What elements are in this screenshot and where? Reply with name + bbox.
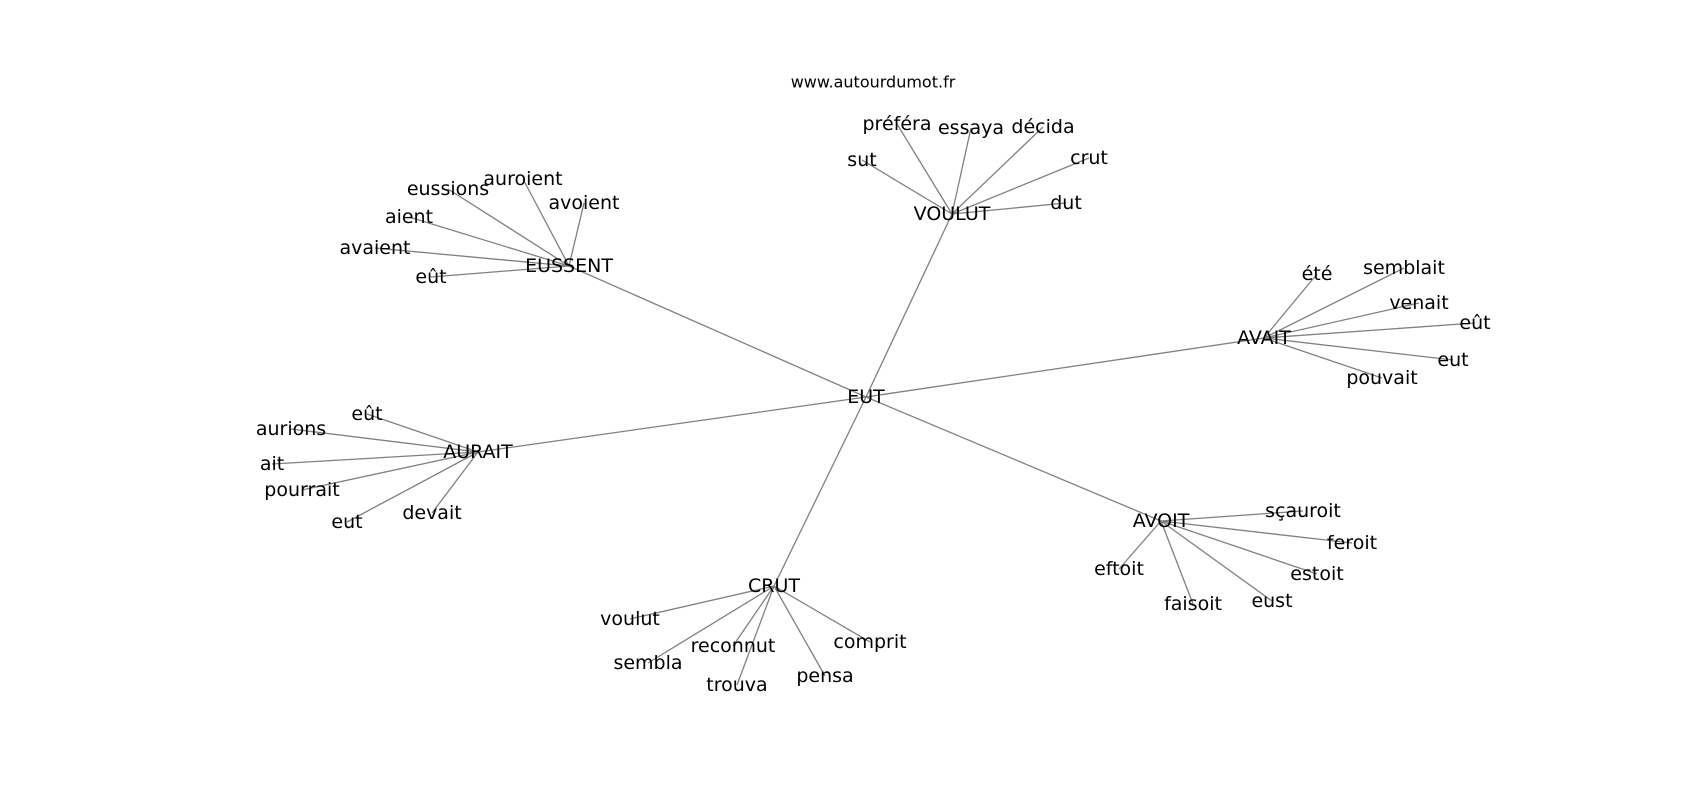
edge-crut-leaf-4 — [773, 585, 826, 677]
leaf-node: trouva — [706, 674, 767, 696]
center-node: EUT — [847, 386, 885, 408]
edge-eussent-leaf-1 — [522, 178, 570, 267]
edge-crut-leaf-5 — [773, 585, 871, 643]
hub-node-eussent: EUSSENT — [525, 255, 613, 277]
leaf-node: sut — [847, 149, 876, 171]
edge-center-eussent — [568, 265, 867, 398]
hub-node-avoit: AVOIT — [1133, 510, 1190, 532]
leaf-node: ait — [260, 453, 284, 475]
edge-avait-leaf-3 — [1263, 322, 1476, 339]
edge-crut-leaf-0 — [629, 585, 775, 620]
hub-node-aurait: AURAIT — [443, 441, 513, 463]
edge-voulut-leaf-1 — [951, 127, 972, 215]
edge-avait-leaf-2 — [1263, 302, 1420, 339]
edge-avoit-leaf-4 — [1160, 520, 1194, 605]
leaf-node: venait — [1389, 292, 1448, 314]
leaf-node: pourrait — [264, 479, 339, 501]
edge-eussent-leaf-4 — [374, 247, 570, 267]
edge-voulut-leaf-2 — [951, 126, 1044, 215]
leaf-node: eut — [1437, 349, 1468, 371]
leaf-node: eût — [1459, 312, 1490, 334]
leaf-node: aurions — [256, 418, 326, 440]
leaf-node: eut — [331, 511, 362, 533]
edge-center-aurait — [477, 396, 867, 453]
leaf-node: estoit — [1290, 563, 1343, 585]
edge-voulut-leaf-0 — [896, 123, 953, 215]
edge-avoit-leaf-1 — [1160, 520, 1353, 544]
hub-node-avait: AVAIT — [1237, 327, 1291, 349]
edge-avait-leaf-0 — [1263, 273, 1318, 339]
edge-eussent-leaf-0 — [447, 188, 570, 267]
leaf-node: préféra — [863, 113, 932, 135]
leaf-node: sembla — [613, 652, 682, 674]
edge-avait-leaf-1 — [1263, 267, 1405, 339]
edge-aurait-leaf-5 — [431, 451, 479, 514]
edge-voulut-leaf-4 — [951, 157, 1090, 215]
edge-eussent-leaf-2 — [568, 202, 585, 267]
leaf-node: reconnut — [691, 635, 776, 657]
edge-aurait-leaf-3 — [301, 451, 479, 491]
leaf-node: essaya — [938, 117, 1004, 139]
edge-voulut-leaf-3 — [861, 159, 953, 215]
leaf-node: pouvait — [1346, 367, 1417, 389]
leaf-node: décida — [1011, 116, 1074, 138]
edge-center-avoit — [865, 396, 1162, 522]
leaf-node: avaient — [340, 237, 411, 259]
edge-crut-leaf-1 — [647, 585, 775, 664]
hub-node-voulut: VOULUT — [914, 203, 991, 225]
edge-avoit-leaf-3 — [1160, 520, 1273, 602]
edge-aurait-leaf-4 — [346, 451, 479, 523]
edge-center-avait — [865, 337, 1265, 398]
edge-avait-leaf-4 — [1263, 337, 1454, 361]
leaf-node: aient — [385, 206, 433, 228]
leaf-node: crut — [1070, 147, 1108, 169]
edge-avait-leaf-5 — [1263, 337, 1383, 379]
leaf-node: eussions — [407, 178, 489, 200]
edge-crut-leaf-2 — [732, 585, 775, 647]
leaf-node: eût — [351, 403, 382, 425]
edge-aurait-leaf-2 — [271, 451, 479, 465]
edge-eussent-leaf-5 — [430, 265, 570, 278]
edge-crut-leaf-3 — [736, 585, 775, 686]
edge-aurait-leaf-0 — [366, 413, 479, 453]
leaf-node: été — [1302, 263, 1333, 285]
leaf-node: avoient — [549, 192, 620, 214]
leaf-node: eût — [415, 266, 446, 288]
edge-avoit-leaf-5 — [1118, 520, 1162, 570]
edge-avoit-leaf-2 — [1160, 520, 1318, 575]
leaf-node: semblait — [1363, 257, 1445, 279]
leaf-node: sçauroit — [1265, 500, 1341, 522]
leaf-node: feroit — [1327, 532, 1377, 554]
edge-aurait-leaf-1 — [290, 428, 479, 453]
leaf-node: auroient — [483, 168, 562, 190]
leaf-node: pensa — [796, 665, 853, 687]
leaf-node: dut — [1050, 192, 1082, 214]
leaf-node: eftoit — [1094, 558, 1144, 580]
leaf-node: faisoit — [1164, 593, 1222, 615]
leaf-node: devait — [402, 502, 461, 524]
edge-eussent-leaf-3 — [408, 216, 570, 267]
edge-center-voulut — [865, 213, 953, 398]
edge-center-crut — [773, 396, 867, 587]
leaf-node: comprit — [833, 631, 906, 653]
leaf-node: eust — [1251, 590, 1292, 612]
hub-node-crut: CRUT — [748, 575, 800, 597]
leaf-node: voulut — [600, 608, 660, 630]
site-watermark: www.autourdumot.fr — [791, 73, 956, 92]
edge-voulut-leaf-5 — [951, 202, 1067, 215]
graph-edges — [271, 123, 1476, 686]
edge-avoit-leaf-0 — [1160, 510, 1304, 522]
